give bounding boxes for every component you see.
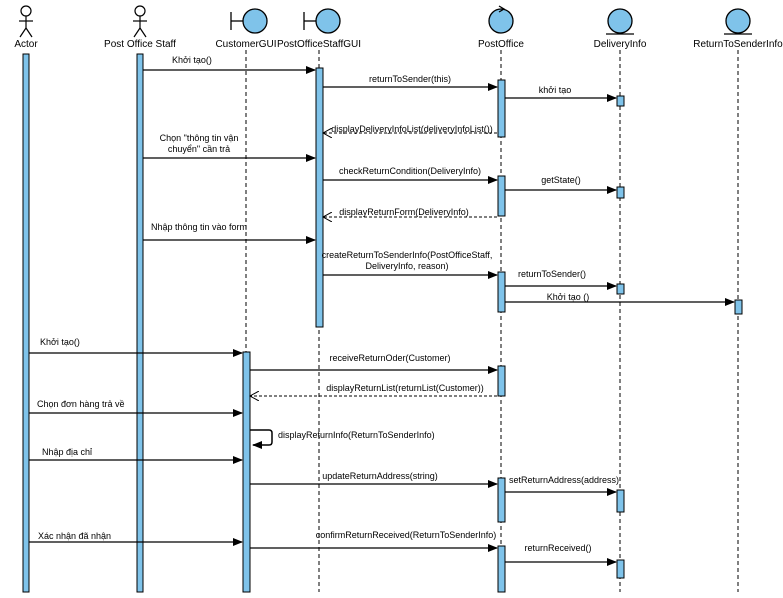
message-14: receiveReturnOder(Customer) [250,353,498,374]
activation-bar [734,299,743,315]
participant-name: PostOffice [478,39,524,50]
message-label: updateReturnAddress(string) [322,471,438,481]
message-label: chuyển" cần trả [168,144,230,154]
activation-bar [497,365,506,397]
actor-lifeline-bar [22,53,30,593]
message-7: getState() [505,175,617,194]
activation-bar [616,559,625,579]
message-label: Chọn đơn hàng trả về [37,399,124,409]
message-label: khởi tạo [539,85,571,95]
message-label: Khởi tạo() [172,55,212,65]
message-label: Xác nhận đã nhận [38,531,111,541]
actor-figure-icon [19,5,33,38]
message-label: DeliveryInfo, reason) [365,261,448,271]
participant-name: DeliveryInfo [594,39,647,50]
message-label: displayDeliveryInfoList(deliveryInfoList… [331,124,493,134]
activation-bar [497,175,506,217]
participant-sgui: PostOfficeStaffGUI [277,8,361,592]
participant-name: PostOfficeStaffGUI [277,39,361,50]
activation-bar [497,477,506,523]
participant-name: CustomerGUI [215,39,276,50]
message-label: Nhập thông tin vào form [151,222,247,232]
activation-bar [497,545,506,593]
activation-bar [315,67,324,328]
boundary-icon [303,8,341,34]
activation-bar [616,489,625,513]
message-label: displayReturnInfo(ReturnToSenderInfo) [278,430,435,440]
message-18: Nhập địa chỉ [29,447,243,464]
message-3: khởi tạo [505,85,617,102]
message-10: createReturnToSenderInfo(PostOfficeStaff… [322,250,498,279]
entity-icon [724,8,752,35]
message-label: displayReturnForm(DeliveryInfo) [339,207,469,217]
message-label: receiveReturnOder(Customer) [329,353,450,363]
actor-figure-icon [133,5,147,38]
message-20: setReturnAddress(address) [505,475,619,496]
message-2: returnToSender(this) [323,74,498,91]
participant-name: ReturnToSenderInfo [693,39,783,50]
message-label: createReturnToSenderInfo(PostOfficeStaff… [322,250,493,260]
activation-bar [616,95,625,107]
message-label: getState() [541,175,581,185]
message-22: confirmReturnReceived(ReturnToSenderInfo… [250,530,498,552]
activation-bar [497,79,506,138]
message-label: returnToSender() [518,269,586,279]
message-label: Chọn "thông tin vận [160,133,239,143]
message-19: updateReturnAddress(string) [250,471,498,488]
self-message-arrow [250,429,273,449]
message-23: returnReceived() [505,543,617,566]
message-label: Nhập địa chỉ [42,447,92,457]
message-label: displayReturnList(returnList(Customer)) [326,383,484,393]
message-9: Nhập thông tin vào form [143,222,316,244]
participant-staff: Post Office Staff [104,5,176,593]
message-11: returnToSender() [505,269,617,290]
activation-bar [497,271,506,313]
message-label: confirmReturnReceived(ReturnToSenderInfo… [316,530,497,540]
activation-bar [616,186,625,199]
actor-lifeline-bar [136,53,144,593]
message-label: returnToSender(this) [369,74,451,84]
message-12: Khởi tạo () [505,292,735,306]
activation-bar [616,283,625,295]
message-label: Khởi tạo () [547,292,589,302]
entity-icon [606,8,634,35]
message-1: Khởi tạo() [143,55,316,74]
participant-actor: Actor [14,5,38,593]
message-label: returnReceived() [524,543,591,553]
message-13: Khởi tạo() [29,337,243,357]
message-6: checkReturnCondition(DeliveryInfo) [323,166,498,184]
message-17: displayReturnInfo(ReturnToSenderInfo) [250,429,435,449]
message-16: Chọn đơn hàng trả về [29,399,243,417]
boundary-icon [230,8,268,34]
message-label: setReturnAddress(address) [509,475,619,485]
participant-name: Post Office Staff [104,39,176,50]
message-15: displayReturnList(returnList(Customer)) [250,383,497,396]
message-21: Xác nhận đã nhận [29,531,243,546]
message-label: checkReturnCondition(DeliveryInfo) [339,166,481,176]
participant-rts: ReturnToSenderInfo [693,8,783,592]
control-icon [488,5,514,34]
participant-name: Actor [14,39,38,50]
message-4: displayDeliveryInfoList(deliveryInfoList… [323,124,497,134]
message-8: displayReturnForm(DeliveryInfo) [323,207,497,217]
activation-bar [242,351,251,593]
message-label: Khởi tạo() [40,337,80,347]
